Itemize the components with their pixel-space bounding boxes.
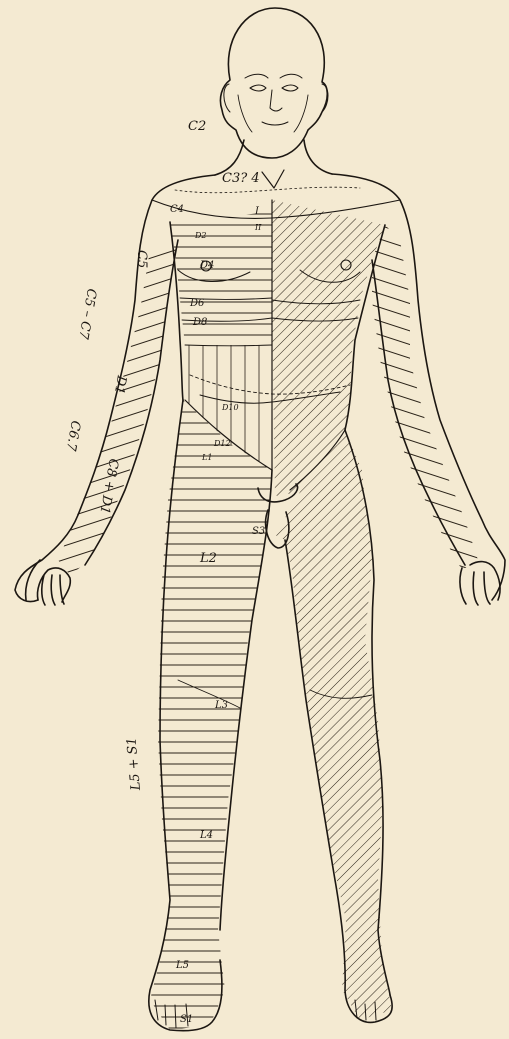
label-c5c7: C5 – C7 bbox=[75, 287, 99, 341]
label-d12: D12 bbox=[213, 439, 231, 448]
right-leg-hatch bbox=[275, 430, 392, 1020]
label-l5: L5 bbox=[175, 960, 189, 971]
label-d6: D6 bbox=[189, 298, 205, 309]
label-l2: L2 bbox=[199, 551, 217, 566]
brow-right bbox=[280, 74, 302, 78]
label-c5: C5 bbox=[134, 250, 149, 268]
label-l4: L4 bbox=[199, 830, 213, 841]
mouth bbox=[262, 122, 288, 125]
label-l3: L3 bbox=[214, 700, 228, 711]
neck-left bbox=[215, 140, 244, 175]
neck-right bbox=[304, 140, 332, 174]
label-l1: L1 bbox=[201, 453, 212, 462]
label-d8: D8 bbox=[192, 317, 207, 328]
brow-left bbox=[245, 74, 268, 78]
right-eye bbox=[282, 85, 298, 91]
left-arm-hatch bbox=[58, 240, 178, 575]
right-arm-hatch bbox=[372, 225, 478, 570]
neck-notch bbox=[262, 170, 284, 188]
label-c4: C4 bbox=[170, 204, 184, 215]
right-trunk-hatch bbox=[272, 200, 385, 496]
head-outline bbox=[220, 8, 327, 158]
cheek-line-left bbox=[238, 95, 252, 132]
cheek-line-right bbox=[294, 95, 308, 132]
label-l5s1: L5 + S1 bbox=[124, 737, 144, 792]
label-s3: S3 bbox=[252, 526, 265, 537]
left-leg-hatch bbox=[150, 400, 272, 1030]
label-d10: D10 bbox=[221, 403, 239, 412]
label-d2: D2 bbox=[194, 231, 207, 240]
label-c2: C2 bbox=[188, 119, 206, 134]
label-c67: C6.7 bbox=[63, 419, 83, 452]
label-c3c4: C3? 4 bbox=[222, 171, 260, 186]
label-d1: D1 bbox=[111, 373, 129, 395]
left-ear bbox=[224, 84, 230, 112]
nose bbox=[270, 90, 282, 111]
label-d4: D4 bbox=[199, 260, 214, 271]
label-s1: S1 bbox=[180, 1014, 193, 1025]
left-eye bbox=[250, 85, 266, 91]
yoke-dots bbox=[175, 187, 360, 193]
label-roman-ii: II bbox=[254, 223, 262, 232]
